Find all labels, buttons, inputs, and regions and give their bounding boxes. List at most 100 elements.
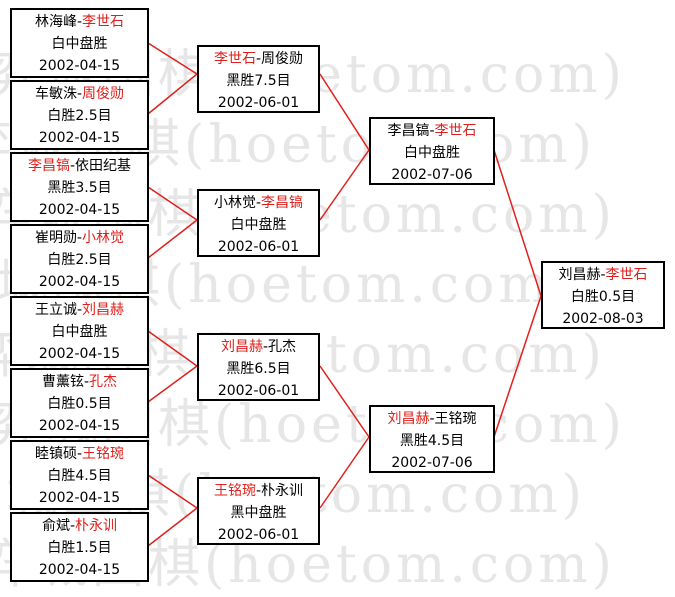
match-date: 2002-04-15 xyxy=(38,202,121,218)
winner-name: 朴永训 xyxy=(75,518,118,534)
match-date: 2002-04-15 xyxy=(38,346,121,362)
separator: - xyxy=(255,195,262,211)
player-name: 刘昌赫 xyxy=(558,267,601,283)
match-players: 俞斌-朴永训 xyxy=(12,515,147,537)
separator: - xyxy=(429,411,435,427)
match-box-r1m5: 王立诚-刘昌赫 白中盘胜 2002-04-15 xyxy=(10,296,149,366)
bracket-connector xyxy=(147,330,198,367)
match-players: 李世石-周俊勋 xyxy=(199,48,318,70)
match-box-r1m8: 俞斌-朴永训 白胜1.5目 2002-04-15 xyxy=(10,512,149,582)
player-name: 孔杰 xyxy=(268,339,297,355)
bracket-connector xyxy=(147,365,198,403)
player-name: 睦镇硕 xyxy=(34,446,77,462)
winner-name: 王铭琬 xyxy=(213,483,256,499)
winner-name: 周俊勋 xyxy=(82,86,125,102)
bracket-connector xyxy=(147,73,198,115)
player-name: 林海峰 xyxy=(34,14,77,30)
separator: - xyxy=(429,123,435,139)
winner-name: 刘昌赫 xyxy=(82,302,125,318)
player-name: 朴永训 xyxy=(261,483,304,499)
match-result: 白胜0.5目 xyxy=(570,289,636,305)
match-players: 刘昌赫-孔杰 xyxy=(199,336,318,358)
bracket-connector xyxy=(493,295,542,438)
separator: - xyxy=(76,446,83,462)
separator: - xyxy=(262,339,269,355)
winner-name: 刘昌赫 xyxy=(387,411,430,427)
match-players: 刘昌赫-李世石 xyxy=(543,264,663,286)
winner-name: 李世石 xyxy=(434,123,477,139)
match-date: 2002-04-15 xyxy=(38,490,121,506)
match-box-r1m6: 曹薰铉-孔杰 白胜0.5目 2002-04-15 xyxy=(10,368,149,438)
separator: - xyxy=(600,267,606,283)
winner-name: 李世石 xyxy=(82,14,125,30)
match-date: 2002-07-06 xyxy=(391,455,473,471)
match-result: 白中盘胜 xyxy=(51,324,108,340)
player-name: 王立诚 xyxy=(34,302,77,318)
match-date: 2002-04-15 xyxy=(38,130,121,146)
match-box-r1m2: 车敏洙-周俊勋 白胜2.5目 2002-04-15 xyxy=(10,80,149,150)
match-players: 睦镇硕-王铭琬 xyxy=(12,443,147,465)
winner-name: 王铭琬 xyxy=(82,446,125,462)
match-players: 刘昌赫-王铭琬 xyxy=(371,408,493,430)
player-name: 崔明勋 xyxy=(34,230,77,246)
bracket-connector xyxy=(147,42,198,75)
player-name: 王铭琬 xyxy=(434,411,477,427)
match-players: 小林觉-李昌镐 xyxy=(199,192,318,214)
match-date: 2002-06-01 xyxy=(217,239,300,255)
match-result: 白中盘胜 xyxy=(230,217,287,233)
bracket-connector xyxy=(147,186,198,221)
bracket-connector xyxy=(147,507,198,547)
match-players: 车敏洙-周俊勋 xyxy=(12,83,147,105)
bracket-connector xyxy=(319,365,370,438)
match-box-r2m1: 李世石-周俊勋 黑胜7.5目 2002-06-01 xyxy=(197,45,320,113)
separator: - xyxy=(76,230,83,246)
bracket-connector xyxy=(493,149,542,297)
player-name: 小林觉 xyxy=(213,195,256,211)
match-date: 2002-07-06 xyxy=(391,167,473,183)
match-box-r2m3: 刘昌赫-孔杰 黑胜6.5目 2002-06-01 xyxy=(197,333,320,401)
match-date: 2002-06-01 xyxy=(217,383,300,399)
match-result: 白胜2.5目 xyxy=(47,252,112,268)
winner-name: 刘昌赫 xyxy=(220,339,263,355)
match-box-final: 刘昌赫-李世石 白胜0.5目 2002-08-03 xyxy=(541,261,665,329)
match-players: 崔明勋-小林觉 xyxy=(12,227,147,249)
match-players: 王立诚-刘昌赫 xyxy=(12,299,147,321)
match-date: 2002-04-15 xyxy=(38,562,121,578)
match-box-r1m7: 睦镇硕-王铭琬 白胜4.5目 2002-04-15 xyxy=(10,440,149,510)
winner-name: 李昌镐 xyxy=(27,158,70,174)
winner-name: 小林觉 xyxy=(82,230,125,246)
match-result: 黑胜6.5目 xyxy=(226,361,291,377)
match-players: 李昌镐-李世石 xyxy=(371,120,493,142)
player-name: 李昌镐 xyxy=(387,123,430,139)
match-date: 2002-04-15 xyxy=(38,58,121,74)
separator: - xyxy=(76,14,83,30)
match-result: 黑胜4.5目 xyxy=(399,433,465,449)
winner-name: 孔杰 xyxy=(89,374,118,390)
bracket-connector xyxy=(319,73,370,151)
match-players: 曹薰铉-孔杰 xyxy=(12,371,147,393)
match-box-r3m2: 刘昌赫-王铭琬 黑胜4.5目 2002-07-06 xyxy=(369,405,495,473)
match-date: 2002-06-01 xyxy=(217,95,300,111)
match-result: 黑胜3.5目 xyxy=(47,180,112,196)
separator: - xyxy=(255,483,262,499)
match-date: 2002-04-15 xyxy=(38,274,121,290)
match-result: 黑胜7.5目 xyxy=(226,73,291,89)
player-name: 周俊勋 xyxy=(261,51,304,67)
match-players: 林海峰-李世石 xyxy=(12,11,147,33)
match-result: 白胜1.5目 xyxy=(47,540,112,556)
match-result: 白胜2.5目 xyxy=(47,108,112,124)
match-result: 白中盘胜 xyxy=(51,36,108,52)
match-result: 白胜0.5目 xyxy=(47,396,112,412)
match-box-r1m4: 崔明勋-小林觉 白胜2.5目 2002-04-15 xyxy=(10,224,149,294)
winner-name: 李昌镐 xyxy=(261,195,304,211)
winner-name: 李世石 xyxy=(605,267,648,283)
player-name: 俞斌 xyxy=(41,518,70,534)
separator: - xyxy=(83,374,90,390)
match-box-r2m2: 小林觉-李昌镐 白中盘胜 2002-06-01 xyxy=(197,189,320,257)
match-players: 李昌镐-依田纪基 xyxy=(12,155,147,177)
match-box-r3m1: 李昌镐-李世石 白中盘胜 2002-07-06 xyxy=(369,117,495,185)
bracket-connector xyxy=(147,219,198,259)
match-box-r2m4: 王铭琬-朴永训 黑中盘胜 2002-06-01 xyxy=(197,477,320,545)
match-date: 2002-08-03 xyxy=(562,311,644,327)
